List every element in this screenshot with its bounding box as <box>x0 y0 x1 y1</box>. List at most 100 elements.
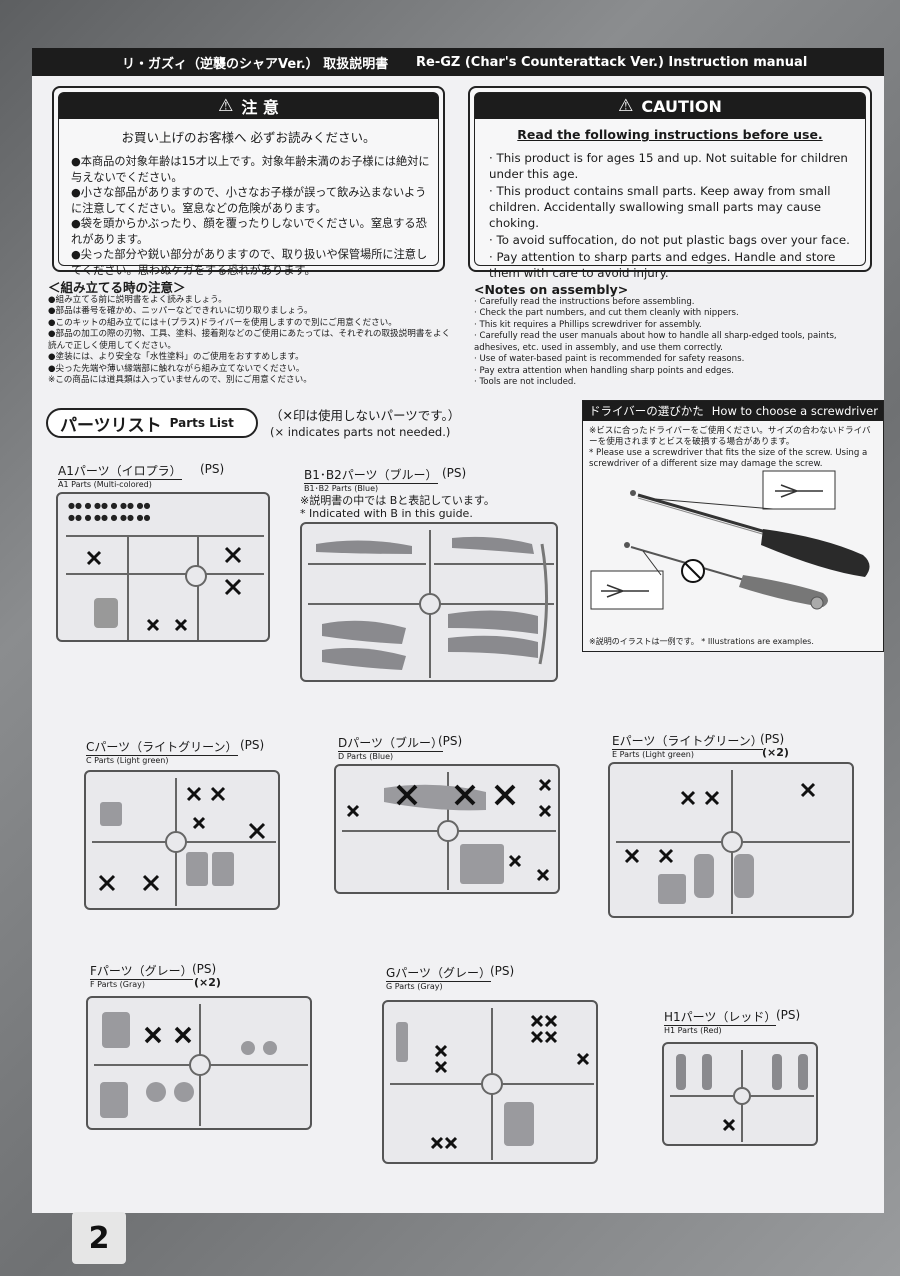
runner-e-name: Eパーツ（ライトグリーン） <box>612 734 763 750</box>
notes-jp-item: ●組み立てる前に説明書をよく読みましょう。 <box>48 294 227 305</box>
runner-label-b: B1･B2パーツ（ブルー） (PS) B1･B2 Parts (Blue) <box>304 466 466 493</box>
notes-en-item: · Use of water-based paint is recommende… <box>474 354 745 364</box>
caution-en-heading: CAUTION <box>641 96 722 116</box>
caution-jp-heading: 注 意 <box>241 98 279 117</box>
runner-a1-ps: (PS) <box>200 462 225 476</box>
screwdriver-heading-en: How to choose a screwdriver <box>711 404 878 418</box>
runner-f-qty: (×2) <box>194 976 221 989</box>
svg-text:●● ● ●● ● ●● ●●: ●● ● ●● ● ●● ●● <box>68 501 151 510</box>
svg-text:●● ● ●● ● ●● ●●: ●● ● ●● ● ●● ●● <box>68 513 151 522</box>
title-bar: リ・ガズィ（逆襲のシャアVer.） 取扱説明書 Re-GZ (Char's Co… <box>32 48 884 76</box>
caution-en-item: · Pay attention to sharp parts and edges… <box>489 250 836 280</box>
runner-b-name: B1･B2パーツ（ブルー） <box>304 468 438 484</box>
caution-en-subheading: Read the following instructions before u… <box>517 127 823 142</box>
caution-en-header: ⚠ CAUTION <box>475 93 865 119</box>
runner-f-en: F Parts (Gray) <box>90 980 146 989</box>
runner-b-en: B1･B2 Parts (Blue) <box>304 484 379 493</box>
notes-jp: ＜組み立てる時の注意＞ ●組み立てる前に説明書をよく読みましょう。 ●部品は番号… <box>48 282 453 387</box>
warning-icon: ⚠ <box>618 96 634 116</box>
screwdriver-text-en: * Please use a screwdriver that fits the… <box>589 448 868 469</box>
notes-jp-item: ●このキットの組み立てには＋(プラス)ドライバーを使用しますので別にご用意くださ… <box>48 317 397 328</box>
screwdriver-footnote: ※説明のイラストは一例です。 * Illustrations are examp… <box>589 637 814 646</box>
runner-label-a1: A1パーツ（イロプラ） (PS) A1 Parts (Multi-colored… <box>58 462 224 489</box>
caution-jp-header: ⚠ 注 意 <box>59 93 438 119</box>
runner-h1-diagram <box>662 1042 818 1146</box>
caution-jp-item: ●尖った部分や鋭い部分がありますので、取り扱いや保管場所に注意してください。思わ… <box>71 248 428 277</box>
notes-jp-item: ●部品の加工の際の刃物、工具、塗料、接着剤などのご使用にあたっては、それぞれの取… <box>48 329 451 351</box>
notes-jp-item: ●塗装には、より安全な「水性塗料」のご使用をおすすめします。 <box>48 352 304 362</box>
runner-label-d: Dパーツ（ブルー） (PS) D Parts (Blue) <box>338 734 462 761</box>
runner-g-en: G Parts (Gray) <box>386 982 443 991</box>
instruction-page: リ・ガズィ（逆襲のシャアVer.） 取扱説明書 Re-GZ (Char's Co… <box>32 48 884 1213</box>
runner-h1-ps: (PS) <box>776 1008 801 1022</box>
runner-b-drawing <box>308 530 554 678</box>
notes-jp-item: ※この商品には道具類は入っていませんので、別にご用意ください。 <box>48 375 312 385</box>
runner-g-diagram <box>382 1000 598 1164</box>
runner-c-drawing <box>92 778 276 906</box>
runner-b-diagram <box>300 522 558 682</box>
screwdriver-text: ※ビスに合ったドライバーをご使用ください。サイズの合わないドライバーを使用されま… <box>583 421 883 470</box>
caution-en-item: · This product is for ages 15 and up. No… <box>489 151 848 181</box>
runner-e-qty: (×2) <box>762 746 789 759</box>
caution-jp-box: ⚠ 注 意 お買い上げのお客様へ 必ずお読みください。 ●本商品の対象年齢は15… <box>52 86 445 277</box>
parts-list-note-en: (× indicates parts not needed.) <box>270 425 451 439</box>
notes-en-item: · Tools are not included. <box>474 377 577 387</box>
runner-f-name: Fパーツ（グレー） <box>90 964 193 980</box>
runner-g-name: Gパーツ（グレー） <box>386 966 492 982</box>
runner-f-ps: (PS) <box>192 962 217 976</box>
screwdriver-illustration <box>590 470 870 610</box>
runner-e-diagram <box>608 762 854 918</box>
parts-list-title-jp: パーツリスト <box>60 415 162 436</box>
caution-jp-item: ●袋を頭からかぶったり、顔を覆ったりしないでください。窒息する恐れがあります。 <box>71 217 427 246</box>
runner-h1-drawing <box>670 1050 814 1142</box>
runner-d-en: D Parts (Blue) <box>338 752 394 761</box>
caution-jp-item: ●本商品の対象年齢は15才以上です。対象年齢未満のお子様には絶対に与えないでくだ… <box>71 155 430 184</box>
screwdriver-text-jp: ※ビスに合ったドライバーをご使用ください。サイズの合わないドライバーを使用されま… <box>589 426 871 447</box>
runner-e-drawing <box>616 770 850 914</box>
parts-list-title-en: Parts List <box>169 416 234 430</box>
runner-label-e: Eパーツ（ライトグリーン） (PS) E Parts (Light green)… <box>612 732 789 759</box>
runner-c-en: C Parts (Light green) <box>86 756 169 765</box>
runner-a1-name: A1パーツ（イロプラ） <box>58 464 182 480</box>
notes-en-heading: <Notes on assembly> <box>474 282 629 297</box>
notes-jp-item: ●部品は番号を確かめ、ニッパーなどできれいに切り取りましょう。 <box>48 306 313 316</box>
parts-list-note: （✕印は使用しないパーツです。） (× indicates parts not … <box>270 408 460 440</box>
runner-g-ps: (PS) <box>490 964 515 978</box>
runner-a1-drawing: ●● ● ●● ● ●● ●● ●● ● ●● ● ●● ●● <box>66 501 264 640</box>
caution-en-item: · This product contains small parts. Kee… <box>489 184 831 230</box>
notes-en-item: · Carefully read the user manuals about … <box>474 331 837 353</box>
runner-h1-en: H1 Parts (Red) <box>664 1026 722 1035</box>
runner-d-name: Dパーツ（ブルー） <box>338 736 444 752</box>
runner-d-diagram <box>334 764 560 894</box>
warning-icon: ⚠ <box>218 96 234 116</box>
runner-b-ps: (PS) <box>442 466 467 480</box>
runner-c-ps: (PS) <box>240 738 265 752</box>
notes-jp-heading: ＜組み立てる時の注意＞ <box>48 280 186 295</box>
screwdriver-guide-header: ドライバーの選びかた How to choose a screwdriver <box>583 401 883 421</box>
runner-e-ps: (PS) <box>760 732 785 746</box>
notes-en-item: · Carefully read the instructions before… <box>474 296 695 307</box>
notes-jp-item: ●尖った先端や薄い縁端部に触れながら組み立てないでください。 <box>48 363 305 374</box>
parts-list-title: パーツリスト Parts List <box>46 408 258 438</box>
runner-d-ps: (PS) <box>438 734 463 748</box>
notes-en: <Notes on assembly> · Carefully read the… <box>474 284 874 389</box>
parts-list-note-jp: （✕印は使用しないパーツです。） <box>270 408 461 423</box>
notes-en-item: · Check the part numbers, and cut them c… <box>474 308 739 318</box>
notes-en-item: · Pay extra attention when handling shar… <box>474 365 734 376</box>
runner-c-diagram <box>84 770 280 910</box>
runner-g-drawing <box>390 1008 594 1160</box>
runner-a1-en: A1 Parts (Multi-colored) <box>58 480 152 489</box>
runner-d-drawing <box>342 772 556 890</box>
title-jp: リ・ガズィ（逆襲のシャアVer.） 取扱説明書 <box>122 56 389 72</box>
screwdriver-guide: ドライバーの選びかた How to choose a screwdriver ※… <box>582 400 884 652</box>
title-en: Re-GZ (Char's Counterattack Ver.) Instru… <box>416 54 808 70</box>
runner-label-g: Gパーツ（グレー） (PS) G Parts (Gray) <box>386 964 514 991</box>
runner-b-note-en: * Indicated with B in this guide. <box>300 507 473 520</box>
runner-f-drawing <box>94 1004 308 1126</box>
runner-label-c: Cパーツ（ライトグリーン） (PS) C Parts (Light green) <box>86 738 264 765</box>
screwdriver-heading-jp: ドライバーの選びかた <box>589 404 704 418</box>
caution-en-item: · To avoid suffocation, do not put plast… <box>489 233 850 247</box>
caution-en-box: ⚠ CAUTION Read the following instruction… <box>468 86 872 280</box>
runner-b-note: ※説明書の中では Bと表記しています。 * Indicated with B i… <box>300 494 495 520</box>
runner-label-f: Fパーツ（グレー） (PS) F Parts (Gray) (×2) <box>90 962 221 989</box>
